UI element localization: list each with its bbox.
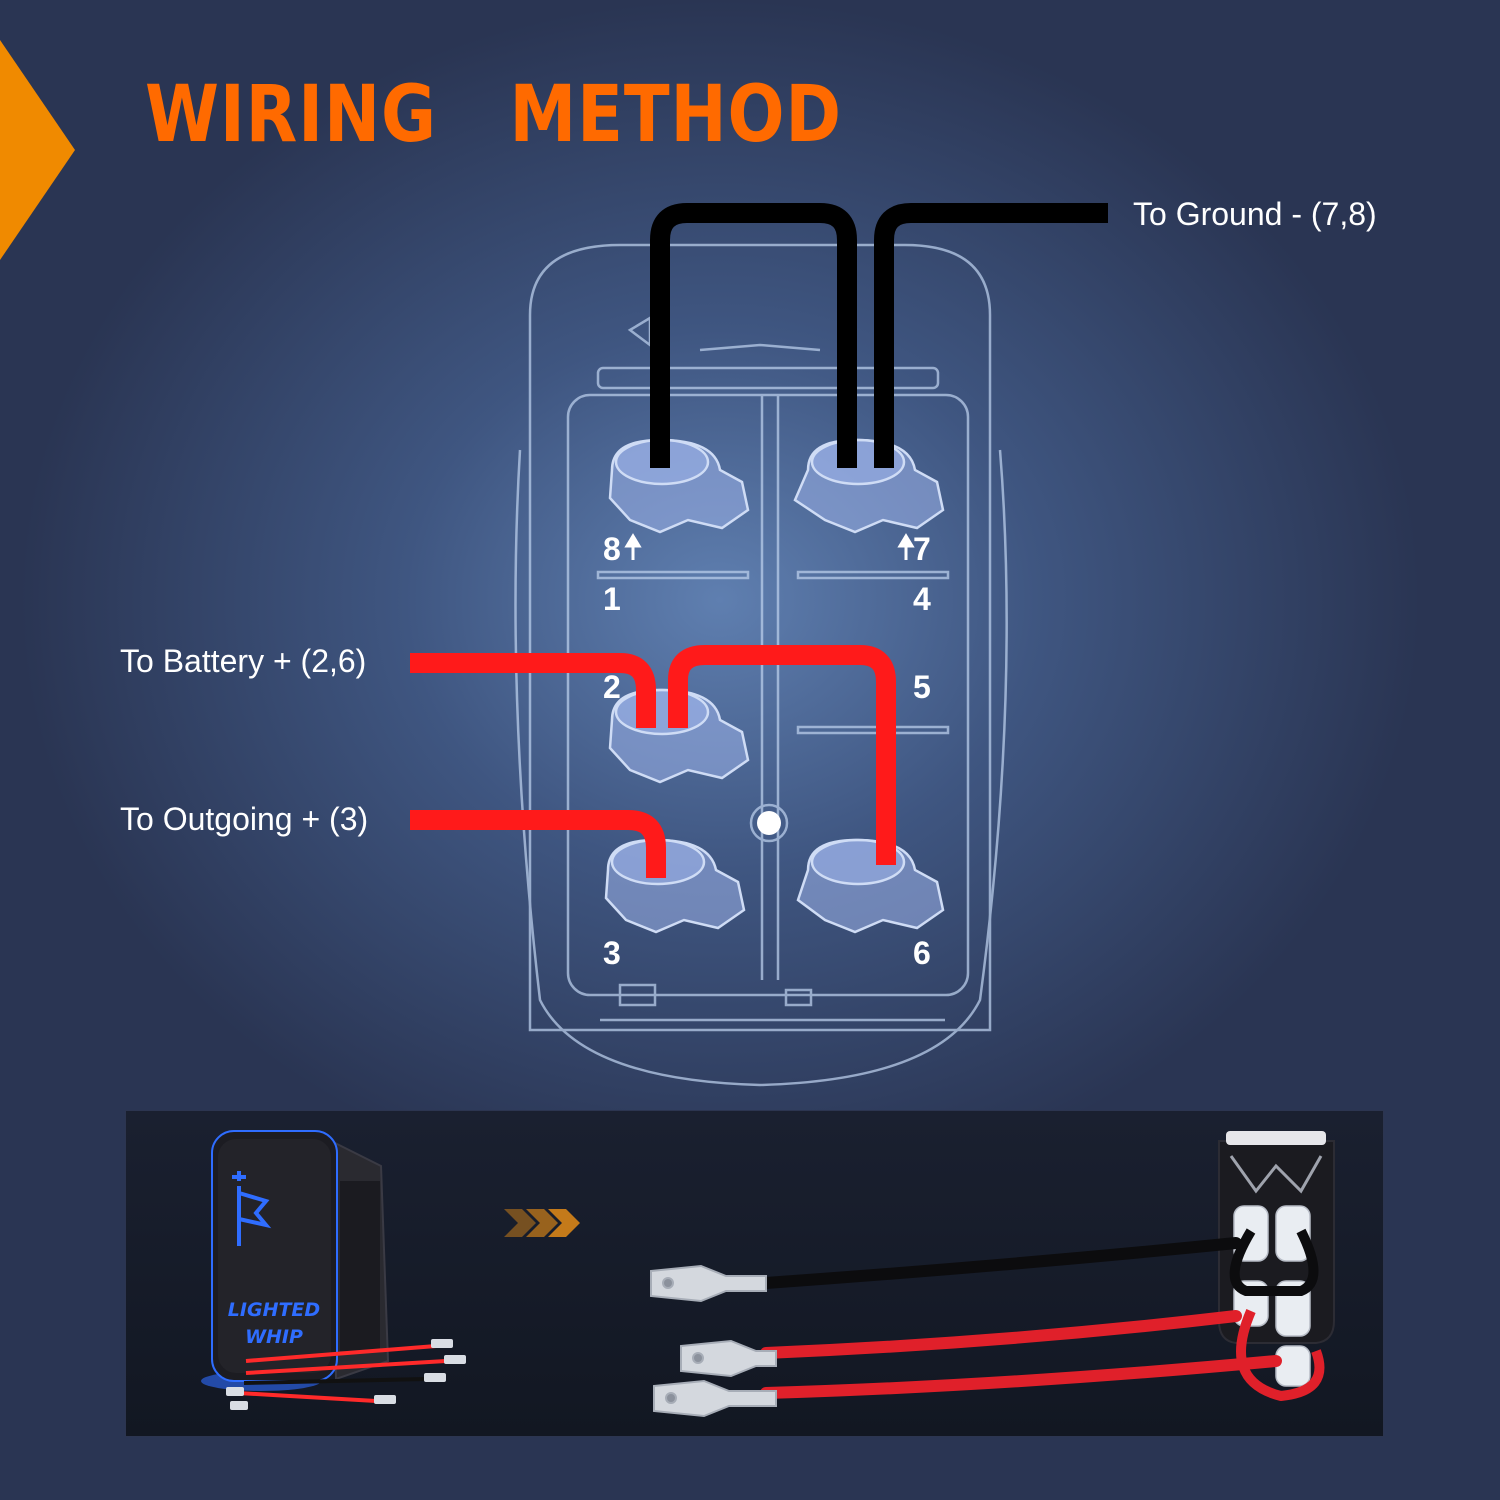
switch-outline xyxy=(514,243,1008,1087)
terminal-label-2: 2 xyxy=(603,669,621,705)
jumper-wire-2-to-6 xyxy=(668,645,896,865)
ground-harness-wire xyxy=(760,1237,1242,1289)
ground-wire-terminal-7 xyxy=(874,203,1108,468)
battery-label: To Battery + (2,6) xyxy=(120,643,367,679)
terminal-label-8: 8 xyxy=(603,531,621,567)
corner-accent xyxy=(0,40,75,260)
terminal-7 xyxy=(793,438,945,534)
terminal-label-4: 4 xyxy=(913,581,931,617)
product-panel: LIGHTED WHIP xyxy=(125,1110,1384,1437)
arrow-up-icon xyxy=(624,533,642,560)
product-illustration: LIGHTED WHIP xyxy=(201,1130,1335,1418)
terminal-8 xyxy=(608,438,750,534)
battery-wire xyxy=(410,653,656,728)
terminal-label-6: 6 xyxy=(913,935,931,971)
page-title: WIRING METHOD xyxy=(145,70,842,160)
arrow-up-icon xyxy=(897,533,915,560)
terminal-label-5: 5 xyxy=(913,669,931,705)
ground-wire-terminal-8 xyxy=(650,203,857,468)
terminal-label-1: 1 xyxy=(603,581,621,617)
terminal-6 xyxy=(796,838,945,934)
terminal-label-7: 7 xyxy=(913,531,931,567)
flag-icon xyxy=(232,1171,272,1246)
wiring-diagram: 8 7 1 4 2 5 3 6 xyxy=(410,203,1108,1087)
terminal-lugs xyxy=(604,438,945,934)
chevron-right-icon xyxy=(504,1209,580,1237)
outgoing-wire xyxy=(410,810,666,878)
terminal-label-3: 3 xyxy=(603,935,621,971)
battery-harness-wire xyxy=(760,1310,1242,1359)
switch-label-line1: LIGHTED xyxy=(228,1299,320,1321)
switch-back xyxy=(1218,1131,1335,1402)
outgoing-label: To Outgoing + (3) xyxy=(120,801,369,837)
power-wires xyxy=(410,645,896,878)
outgoing-harness-wire xyxy=(760,1355,1282,1399)
mount-hole xyxy=(757,811,781,835)
terminal-3 xyxy=(604,838,746,934)
ground-label: To Ground - (7,8) xyxy=(1133,196,1377,232)
rocker-switch: LIGHTED WHIP xyxy=(201,1130,466,1410)
spade-terminals xyxy=(650,1264,777,1418)
switch-label-line2: WHIP xyxy=(245,1326,303,1348)
terminal-arrows xyxy=(624,533,915,560)
ground-wires xyxy=(650,203,1108,468)
